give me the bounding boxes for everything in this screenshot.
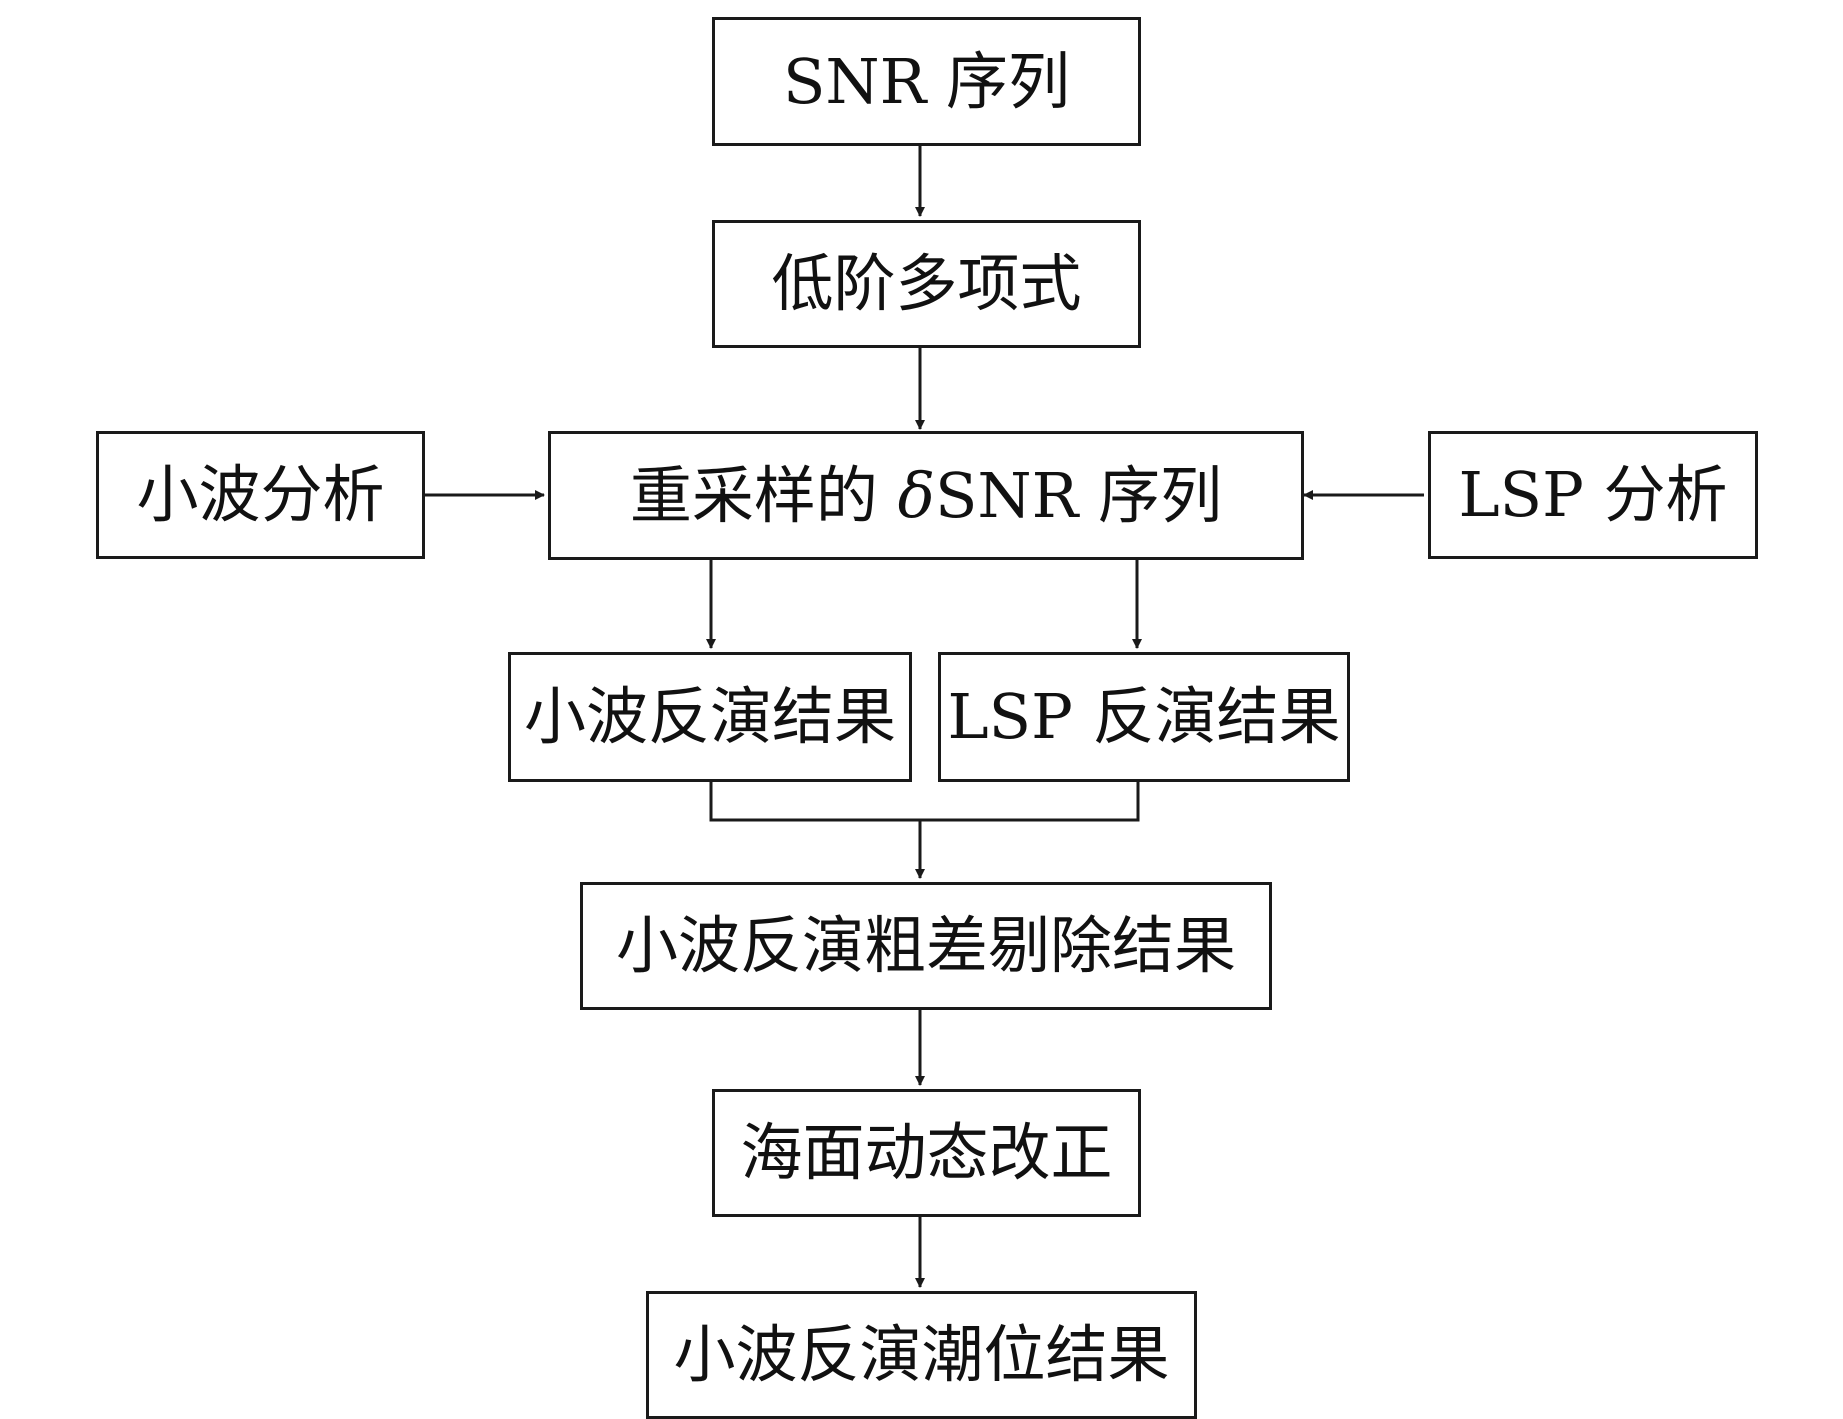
node-wavelet-analysis: 小波分析 xyxy=(96,431,425,559)
node-outlier-removal-result-label: 小波反演粗差剔除结果 xyxy=(615,909,1236,982)
node-wavelet-inversion-result-label: 小波反演结果 xyxy=(523,680,896,753)
node-lsp-analysis-label: LSP 分析 xyxy=(1458,458,1728,531)
node-resampled-label-prefix: 重采样的 xyxy=(629,458,898,532)
node-lsp-analysis: LSP 分析 xyxy=(1428,431,1758,559)
node-tide-level-result-label: 小波反演潮位结果 xyxy=(673,1318,1170,1391)
node-wavelet-analysis-label: 小波分析 xyxy=(136,458,385,531)
node-wavelet-inversion-result: 小波反演结果 xyxy=(508,652,912,782)
node-resampled-label-suffix: SNR 序列 xyxy=(934,458,1223,532)
node-tide-level-result: 小波反演潮位结果 xyxy=(646,1291,1197,1419)
node-low-order-polynomial: 低阶多项式 xyxy=(712,220,1141,348)
node-lsp-inversion-result-label: LSP 反演结果 xyxy=(947,680,1341,753)
node-snr-sequence: SNR 序列 xyxy=(712,17,1141,146)
delta-symbol: δ xyxy=(897,458,935,532)
node-outlier-removal-result: 小波反演粗差剔除结果 xyxy=(580,882,1272,1010)
node-snr-sequence-label: SNR 序列 xyxy=(782,44,1071,118)
node-sea-surface-dynamic-correction: 海面动态改正 xyxy=(712,1089,1141,1217)
node-lsp-inversion-result: LSP 反演结果 xyxy=(938,652,1350,782)
node-low-order-polynomial-label: 低阶多项式 xyxy=(771,247,1082,320)
merge-connector xyxy=(709,782,1140,822)
node-sea-surface-dynamic-correction-label: 海面动态改正 xyxy=(740,1116,1113,1189)
